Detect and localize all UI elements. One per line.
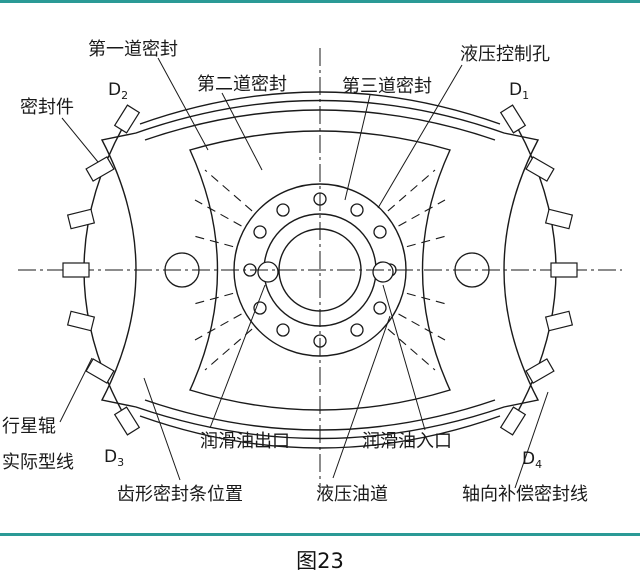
label-tooth-seal-position: 齿形密封条位置 (117, 484, 243, 505)
label-seal-first: 第一道密封 (88, 39, 178, 60)
seal-clip (544, 208, 574, 230)
leader-planet-roller (59, 357, 93, 423)
seal-clip (499, 406, 527, 436)
leader-oil-outlet (209, 284, 266, 429)
label-hydraulic-control-hole: 液压控制孔 (460, 44, 550, 65)
label-seal-part: 密封件 (20, 97, 74, 118)
seal-clip (85, 156, 115, 182)
bolt-hole (350, 323, 364, 337)
label-planet-roller: 行星辊 (2, 416, 56, 437)
seal-structure-diagram: 第一道密封 第二道密封 第三道密封 液压控制孔 密封件 行星辊 实际型线 润滑油… (2, 39, 622, 505)
label-oil-inlet: 润滑油入口 (362, 431, 452, 452)
seal-clip (113, 406, 141, 436)
seal-clip (66, 310, 96, 332)
leader-seal-first (157, 57, 209, 151)
mark-d2: D2 (108, 80, 128, 102)
label-seal-third: 第三道密封 (342, 76, 432, 97)
mark-d1: D1 (509, 80, 529, 102)
bolt-hole (373, 225, 387, 239)
seal-clip (113, 104, 141, 134)
seal-clip (85, 358, 115, 384)
seal-body-outline (100, 99, 540, 440)
label-axial-seal-line: 轴向补偿密封线 (462, 484, 588, 505)
seal-clip (66, 208, 96, 230)
mark-d4: D4 (522, 449, 542, 471)
figure-caption: 图23 (296, 549, 344, 573)
bolt-hole (276, 203, 290, 217)
leader-hydraulic-hole (377, 64, 463, 209)
leader-seal-third (344, 94, 371, 201)
label-seal-second: 第二道密封 (197, 74, 287, 95)
leader-axial-seal (514, 391, 549, 489)
mark-d3: D3 (104, 447, 124, 469)
seal-clip (544, 310, 574, 332)
seal-clip (62, 262, 90, 278)
leader-hydraulic-channel (332, 315, 391, 479)
oil-outlet-port (257, 261, 279, 283)
seal-clip (525, 358, 555, 384)
bolt-hole (373, 301, 387, 315)
leader-seal-second (221, 92, 263, 171)
bolt-hole (350, 203, 364, 217)
leader-tooth-seal (143, 377, 181, 481)
bolt-hole (276, 323, 290, 337)
seal-clip (525, 156, 555, 182)
label-actual-profile-line: 实际型线 (2, 452, 74, 473)
label-oil-outlet: 润滑油出口 (200, 431, 290, 452)
bolt-hole (253, 225, 267, 239)
top-rule (0, 0, 640, 3)
seal-clip (499, 104, 527, 134)
inner-pocket-outline (189, 130, 451, 411)
oil-inlet-port (372, 261, 394, 283)
leader-seal-part (61, 117, 99, 163)
bottom-rule (0, 533, 640, 536)
label-hydraulic-oil-channel: 液压油道 (316, 484, 388, 505)
seal-clip (550, 262, 578, 278)
leader-oil-inlet (382, 284, 426, 431)
